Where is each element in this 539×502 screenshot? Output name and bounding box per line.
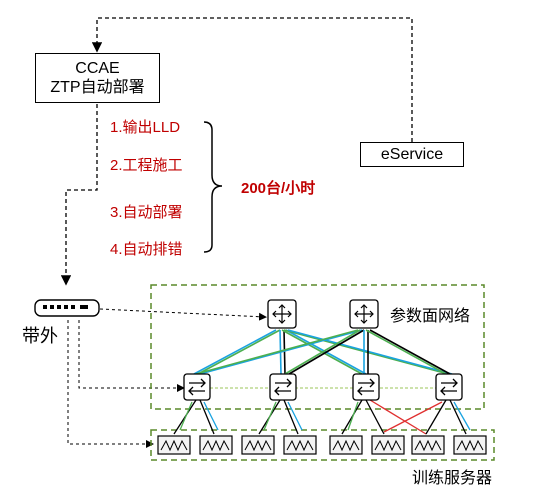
spine-router-icon [349,299,379,329]
server-icon [411,435,445,455]
oob-label: 带外 [22,326,58,346]
server-icon [157,435,191,455]
eservice-to-ccae-link [91,17,413,142]
oob-to-leaf-link [78,320,185,392]
server-icon [283,435,317,455]
throughput-label: 200台/小时 [241,180,316,197]
leaf-switch-icon [435,373,463,401]
ccae-box: CCAE ZTP自动部署 [35,53,160,103]
eservice-label: eService [380,146,444,163]
oob-switch-icon [34,299,100,317]
eservice-box: eService [360,142,464,167]
step-item: 1.输出LLD [110,119,181,136]
spine-router-icon [267,299,297,329]
server-icon [371,435,405,455]
leaf-server-links [173,399,471,435]
leaf-switch-icon [352,373,380,401]
training-servers-label: 训练服务器 [412,470,493,487]
step-item: 2.工程施工 [110,157,183,174]
param-network-label: 参数面网络 [390,308,471,325]
oob-to-spine-link [99,308,267,321]
leaf-switch-icon [269,373,297,401]
ccae-subtitle: ZTP自动部署 [50,79,145,96]
server-icon [329,435,363,455]
spine-leaf-links [193,329,453,375]
leaf-switch-icon [183,373,211,401]
ccae-to-oob-link [60,104,98,286]
server-icon [199,435,233,455]
server-icon [241,435,275,455]
oob-to-servers-link [67,320,154,448]
training-server-row [157,435,487,455]
ccae-title: CCAE [75,60,120,77]
server-icon [453,435,487,455]
steps-brace [203,121,223,253]
param-network-group [150,284,485,410]
step-item: 3.自动部署 [110,204,183,221]
step-item: 4.自动排错 [110,241,183,258]
server-group [150,429,495,461]
